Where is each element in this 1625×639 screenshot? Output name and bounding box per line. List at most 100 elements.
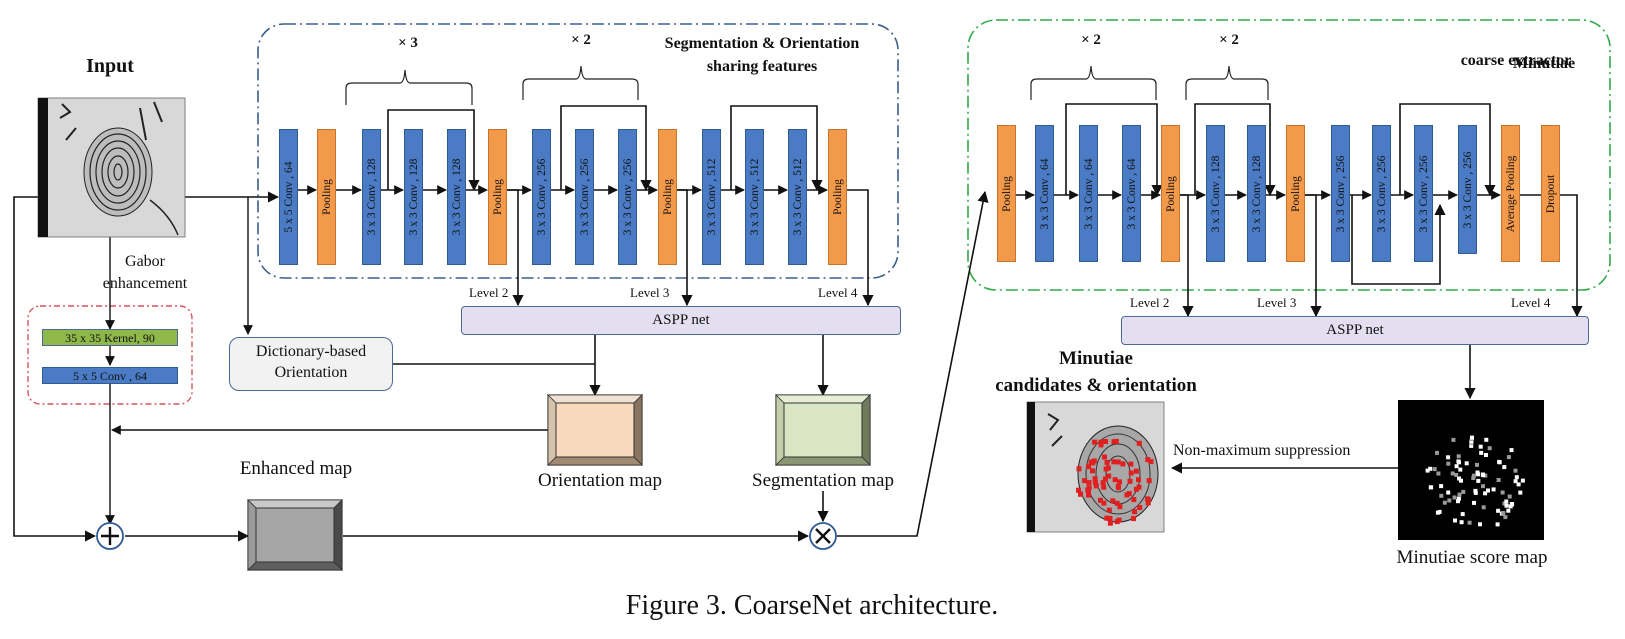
seg-branch-conv-block-8: 3 x 3 Conv , 256 — [575, 129, 594, 265]
seg-branch-conv-block-12: 3 x 3 Conv , 512 — [745, 129, 764, 265]
minutia-score-point — [1495, 522, 1500, 527]
block-label: 3 x 3 Conv , 256 — [535, 158, 548, 236]
block-label: 3 x 3 Conv , 512 — [748, 158, 761, 236]
minutia-candidate-point — [1127, 478, 1133, 484]
minutiae-candidates-image — [1026, 401, 1165, 533]
minutia-candidate-point — [1098, 442, 1104, 448]
minutia-score-point — [1504, 503, 1509, 508]
minutia-score-point — [1439, 484, 1444, 489]
minutiae-branch-pool-block-13: Average Pooling — [1501, 125, 1520, 262]
minutia-candidate-point — [1093, 483, 1099, 489]
minutia-candidate-point — [1104, 459, 1110, 465]
block-label: 3 x 3 Conv , 256 — [1375, 155, 1388, 232]
minutia-score-point — [1458, 467, 1463, 472]
minutia-score-point — [1432, 467, 1437, 472]
block-label: 3 x 3 Conv , 512 — [705, 158, 718, 236]
candidates-title-line1: Minutiae — [1059, 348, 1133, 369]
min-repeat-label-2: × 2 — [1219, 32, 1239, 48]
minutia-score-point — [1509, 502, 1514, 506]
minutiae-branch-pool-block-1: Pooling — [997, 125, 1016, 262]
repeat-brace-seg-1 — [345, 69, 473, 105]
minutia-score-point — [1471, 473, 1476, 478]
minutia-candidate-point — [1103, 466, 1109, 472]
minutia-candidate-point — [1120, 461, 1126, 467]
block-label: Average Pooling — [1504, 155, 1517, 232]
minutia-score-point — [1428, 466, 1433, 471]
block-label: 3 x 3 Conv , 256 — [621, 158, 634, 236]
gabor-kernel-block: 35 x 35 Kernel, 90 — [42, 329, 178, 346]
min-level4-label: Level 4 — [1511, 295, 1551, 310]
block-label: Pooling — [1289, 175, 1302, 212]
minutia-candidate-point — [1091, 458, 1097, 464]
seg-branch-title-line1: Segmentation & Orientation — [664, 35, 860, 52]
seg-level3-label: Level 3 — [630, 285, 670, 300]
minutia-score-point — [1467, 520, 1472, 525]
minutia-score-point — [1470, 435, 1474, 440]
minutia-score-point — [1435, 450, 1439, 455]
multiply-operator — [809, 522, 837, 550]
seg-branch-conv-block-4: 3 x 3 Conv , 128 — [404, 129, 423, 265]
minutia-score-point — [1478, 522, 1482, 527]
minutia-candidate-point — [1092, 476, 1098, 482]
block-label: 5 x 5 Conv , 64 — [282, 161, 295, 233]
seg-branch-conv-block-13: 3 x 3 Conv , 512 — [788, 129, 807, 265]
minutia-candidate-point — [1117, 504, 1123, 510]
minutia-score-point — [1487, 446, 1492, 451]
minutia-score-point — [1506, 455, 1511, 460]
minutia-candidate-point — [1101, 484, 1107, 490]
minutia-score-point — [1456, 454, 1461, 459]
enhanced-map-box — [247, 499, 343, 571]
minutiae-score-map-image — [1398, 400, 1544, 540]
min-aspp-net: ASPP net — [1121, 316, 1589, 345]
minutia-candidate-point — [1097, 497, 1103, 503]
minutia-candidate-point — [1078, 491, 1083, 497]
minutia-score-point — [1469, 443, 1474, 448]
minutia-candidate-point — [1112, 477, 1118, 483]
minutiae-branch-conv-block-12: 3 x 3 Conv , 256 — [1458, 125, 1477, 254]
minutia-score-point — [1442, 500, 1447, 505]
minutia-candidate-point — [1098, 439, 1104, 445]
block-label: Pooling — [1164, 175, 1177, 212]
gabor-label-line1: Gabor — [125, 253, 165, 270]
minutia-score-point — [1506, 508, 1511, 513]
minutia-score-point — [1439, 493, 1444, 498]
minutia-score-point — [1507, 494, 1512, 499]
minutia-score-point — [1452, 495, 1457, 500]
minutia-score-point — [1500, 490, 1505, 495]
minutia-candidate-point — [1107, 515, 1113, 521]
gabor-conv-block: 5 x 5 Conv , 64 — [42, 367, 178, 384]
minutiae-branch-conv-block-4: 3 x 3 Conv , 64 — [1122, 125, 1141, 262]
minutia-score-point — [1436, 471, 1441, 476]
minutia-score-point — [1446, 490, 1451, 495]
minutia-score-point — [1464, 461, 1469, 466]
figure-caption: Figure 3. CoarseNet architecture. — [625, 590, 999, 621]
minutia-candidate-point — [1133, 468, 1139, 474]
block-label: 3 x 3 Conv , 128 — [407, 158, 420, 236]
minutia-candidate-point — [1117, 479, 1122, 485]
seg-branch-pool-block-2: Pooling — [317, 129, 336, 265]
block-label: 3 x 3 Conv , 64 — [1038, 158, 1051, 229]
minutia-score-point — [1456, 499, 1460, 504]
minutia-score-point — [1514, 475, 1519, 480]
seg-branch-conv-block-7: 3 x 3 Conv , 256 — [532, 129, 551, 265]
minutiae-branch-title-line2: coarse extractor — [1460, 52, 1572, 69]
minutia-candidate-point — [1110, 498, 1116, 504]
minutia-candidate-point — [1131, 497, 1137, 503]
repeat-brace-min-2 — [1185, 65, 1269, 100]
seg-branch-title-line2: sharing features — [706, 58, 818, 75]
minutia-candidate-point — [1106, 473, 1112, 479]
minutia-score-point — [1497, 459, 1502, 464]
minutia-score-point — [1453, 518, 1457, 523]
block-label: Dropout — [1544, 174, 1557, 213]
block-label: 3 x 3 Conv , 128 — [1209, 155, 1222, 232]
minutia-score-point — [1491, 487, 1496, 492]
minutia-candidate-point — [1092, 439, 1098, 445]
minutia-score-point — [1435, 510, 1440, 515]
minutiae-branch-title-line1: Minutiae — [1512, 55, 1576, 72]
seg-branch-conv-block-3: 3 x 3 Conv , 128 — [362, 129, 381, 265]
minutiae-branch-conv-block-3: 3 x 3 Conv , 64 — [1079, 125, 1098, 262]
minutia-score-point — [1450, 471, 1455, 476]
minutia-candidate-point — [1145, 457, 1151, 463]
minutia-candidate-point — [1085, 488, 1091, 494]
